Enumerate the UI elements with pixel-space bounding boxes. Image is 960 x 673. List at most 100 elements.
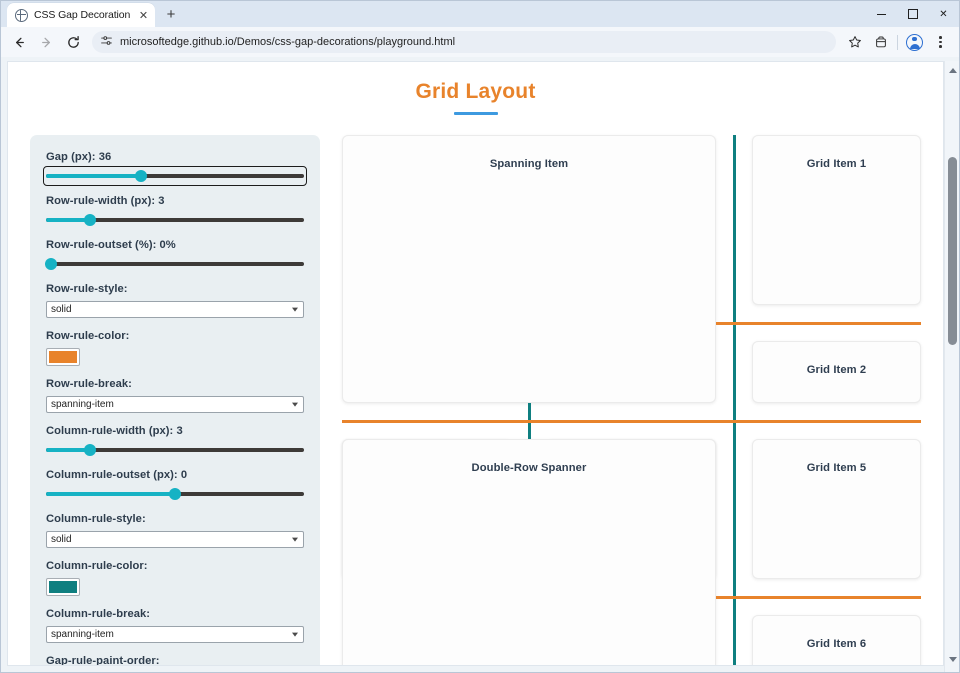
grid-item-5: Grid Item 5 [752,439,921,579]
grid-item-label: Grid Item 1 [806,158,867,170]
slider-track [46,448,304,452]
address-bar[interactable]: microsoftedge.github.io/Demos/css-gap-de… [92,31,836,53]
slider-thumb[interactable] [169,488,181,500]
browser-toolbar: microsoftedge.github.io/Demos/css-gap-de… [1,27,959,57]
control-label-row-rule-width: Row-rule-width (px): 3 [46,195,165,207]
select-value-row-rule-style: solid [51,304,72,315]
column-rule-1 [527,403,531,439]
control-gap: Gap (px): 36 [43,151,307,186]
slider-track [46,218,304,222]
slider-row-rule-width[interactable] [46,213,304,227]
grid-item-label: Grid Item 6 [806,638,867,650]
control-row-rule-color: Row-rule-color: [46,330,304,366]
double-row-spanner: Double-Row Spanner [342,439,716,665]
slider-thumb[interactable] [45,258,58,270]
slider-fill [46,218,90,222]
select-row-rule-style[interactable]: solid [46,301,304,318]
close-window-button[interactable]: ✕ [939,8,948,20]
control-row-rule-style: Row-rule-style: solid [46,283,304,318]
slider-track [46,174,304,178]
new-tab-button[interactable]: + [166,5,176,23]
select-value-column-rule-style: solid [51,534,72,545]
slider-thumb[interactable] [83,444,96,456]
color-fill [49,581,77,593]
select-column-rule-style[interactable]: solid [46,531,304,548]
three-dots-icon[interactable] [928,30,953,55]
slider-column-rule-width[interactable] [46,443,304,457]
control-column-rule-color: Column-rule-color: [46,560,304,596]
slider-thumb[interactable] [83,214,96,226]
tab-title: CSS Gap Decorations playgrou [34,9,130,21]
url-text: microsoftedge.github.io/Demos/css-gap-de… [120,36,456,48]
control-label-gap-rule-paint-order: Gap-rule-paint-order: [46,655,160,666]
chevron-down-icon [292,632,298,637]
maximize-button[interactable] [897,1,928,27]
chevron-down-icon [292,402,298,407]
tab-close-icon[interactable]: ✕ [138,9,149,22]
control-column-rule-break: Column-rule-break:spanning-item [46,608,304,643]
slider-fill [46,448,90,452]
title-underline [453,112,498,115]
control-label-column-rule-width: Column-rule-width (px): 3 [46,425,183,437]
page-content: Grid Layout Gap (px): 36 Row-rule-width (… [8,62,943,665]
control-row-rule-break: Row-rule-break: spanning-item [46,378,304,413]
control-label-row-rule-color: Row-rule-color: [46,330,130,342]
slider-track [46,262,304,266]
color-swatch-column-rule-color[interactable] [46,578,80,596]
slider-thumb[interactable] [135,170,148,182]
back-icon[interactable] [7,30,32,55]
controls-panel: Gap (px): 36 Row-rule-width (px): 3 Row-ru… [30,135,320,666]
toolbar-right-actions [842,30,953,55]
grid-item-label: Grid Item 5 [806,462,867,474]
grid-item-2: Grid Item 2 [752,341,921,403]
select-column-rule-break[interactable]: spanning-item [46,626,304,643]
grid-item-1: Grid Item 1 [752,135,921,305]
minimize-button[interactable] [866,1,897,27]
browser-tab[interactable]: CSS Gap Decorations playgrou ✕ [7,3,155,27]
color-fill [49,351,77,363]
browser-titlebar: CSS Gap Decorations playgrou ✕ + ✕ [1,1,959,27]
scroll-up-icon[interactable] [945,63,959,77]
color-swatch-row-rule-color[interactable] [46,348,80,366]
slider-fill [46,492,175,496]
collections-icon[interactable] [868,30,893,55]
page-layout: Gap (px): 36 Row-rule-width (px): 3 Row-ru… [30,135,921,666]
slider-gap[interactable] [43,166,307,186]
chevron-down-icon [292,537,298,542]
grid-item-6: Grid Item 6 [752,615,921,665]
chevron-down-icon [292,307,298,312]
control-gap-rule-paint-order: Gap-rule-paint-order:row-over-column [46,655,304,666]
page-scrollbar[interactable] [944,61,959,672]
tune-icon[interactable] [100,34,113,50]
control-label-row-rule-break: Row-rule-break: [46,378,132,390]
control-label-row-rule-style: Row-rule-style: [46,283,128,295]
control-label-column-rule-style: Column-rule-style: [46,513,146,525]
slider-column-rule-outset[interactable] [46,487,304,501]
control-column-rule-width: Column-rule-width (px): 3 [46,425,304,457]
forward-icon[interactable] [34,30,59,55]
star-icon[interactable] [842,30,867,55]
control-row-rule-width: Row-rule-width (px): 3 [46,195,304,227]
scroll-down-icon[interactable] [945,652,959,666]
select-value-column-rule-break: spanning-item [51,629,114,640]
globe-icon [15,8,28,22]
scrollbar-thumb[interactable] [948,157,957,345]
control-column-rule-outset: Column-rule-outset (px): 0 [46,469,304,501]
control-column-rule-style: Column-rule-style: solid [46,513,304,548]
slider-row-rule-outset[interactable] [45,257,304,271]
window-controls: ✕ [866,1,959,27]
reload-icon[interactable] [61,30,86,55]
spanning-item: Spanning Item [342,135,716,403]
select-row-rule-break[interactable]: spanning-item [46,396,304,413]
web-page: Grid Layout Gap (px): 36 Row-rule-width (… [7,61,944,666]
grid-item-label: Double-Row Spanner [471,462,587,474]
row-rule-2 [342,419,921,423]
slider-fill [46,174,142,178]
control-label-column-rule-outset: Column-rule-outset (px): 0 [46,469,188,481]
page-title: Grid Layout [415,80,536,103]
avatar-icon[interactable] [902,30,927,55]
control-label-row-rule-outset: Row-rule-outset (%): 0% [46,239,176,251]
grid-demo-area: Spanning Item Grid Item 1 Grid Item 2 Grid … [342,135,921,665]
row-rule-1 [716,321,921,325]
